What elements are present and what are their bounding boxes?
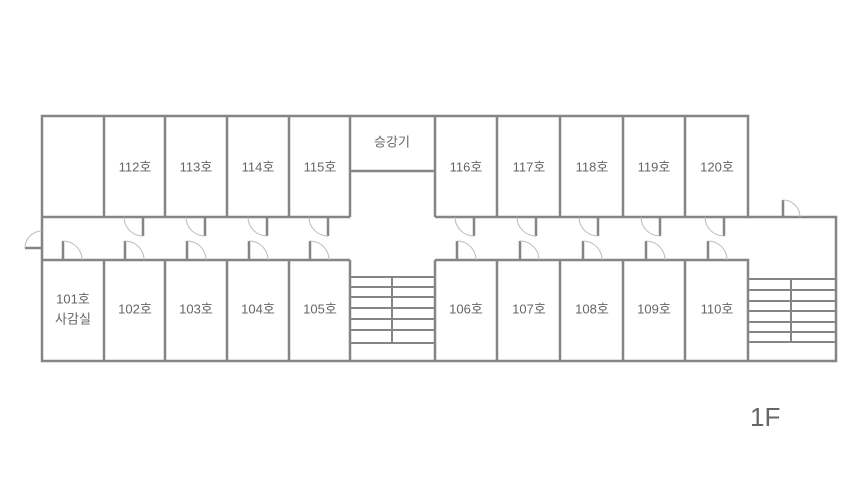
door — [644, 240, 666, 261]
door — [123, 216, 145, 237]
room-label: 112호 — [119, 159, 152, 174]
floor-label: 1F — [750, 402, 780, 432]
door — [247, 240, 269, 261]
room-label: 105호 — [303, 301, 337, 316]
central-stairs — [350, 276, 435, 344]
door — [185, 240, 207, 261]
room-label: 116호 — [450, 159, 483, 174]
room-label: 119호 — [638, 159, 671, 174]
room-label: 113호 — [180, 159, 213, 174]
room-label: 108호 — [575, 301, 609, 316]
door — [454, 216, 476, 237]
room-101-sublabel: 사감실 — [55, 311, 91, 326]
room-label: 117호 — [513, 159, 546, 174]
room-label: 114호 — [242, 159, 275, 174]
room-label-101: 101호 — [56, 291, 90, 306]
room-label: 106호 — [449, 301, 483, 316]
east-stairs — [748, 278, 836, 343]
room-label: 107호 — [512, 301, 546, 316]
room-label: 102호 — [118, 301, 152, 316]
room-label: 120호 — [700, 159, 734, 174]
door — [185, 216, 207, 237]
door — [308, 240, 330, 261]
doors — [24, 199, 801, 261]
door — [24, 230, 43, 250]
door — [247, 216, 269, 237]
door — [516, 216, 538, 237]
room-label: 104호 — [241, 301, 275, 316]
door — [706, 240, 728, 261]
door — [704, 216, 726, 237]
door — [61, 240, 83, 261]
room-label: 118호 — [576, 159, 609, 174]
door — [123, 240, 145, 261]
walls — [40, 114, 838, 363]
room-label: 110호 — [701, 301, 734, 316]
room-label: 103호 — [179, 301, 213, 316]
door — [455, 240, 477, 261]
room-label: 115호 — [304, 159, 337, 174]
elevator-label: 승강기 — [374, 134, 410, 149]
door — [581, 240, 603, 261]
door — [518, 240, 540, 261]
room-label: 109호 — [637, 301, 671, 316]
door — [640, 216, 662, 237]
door — [781, 199, 801, 218]
door — [578, 216, 600, 237]
door — [308, 216, 330, 237]
